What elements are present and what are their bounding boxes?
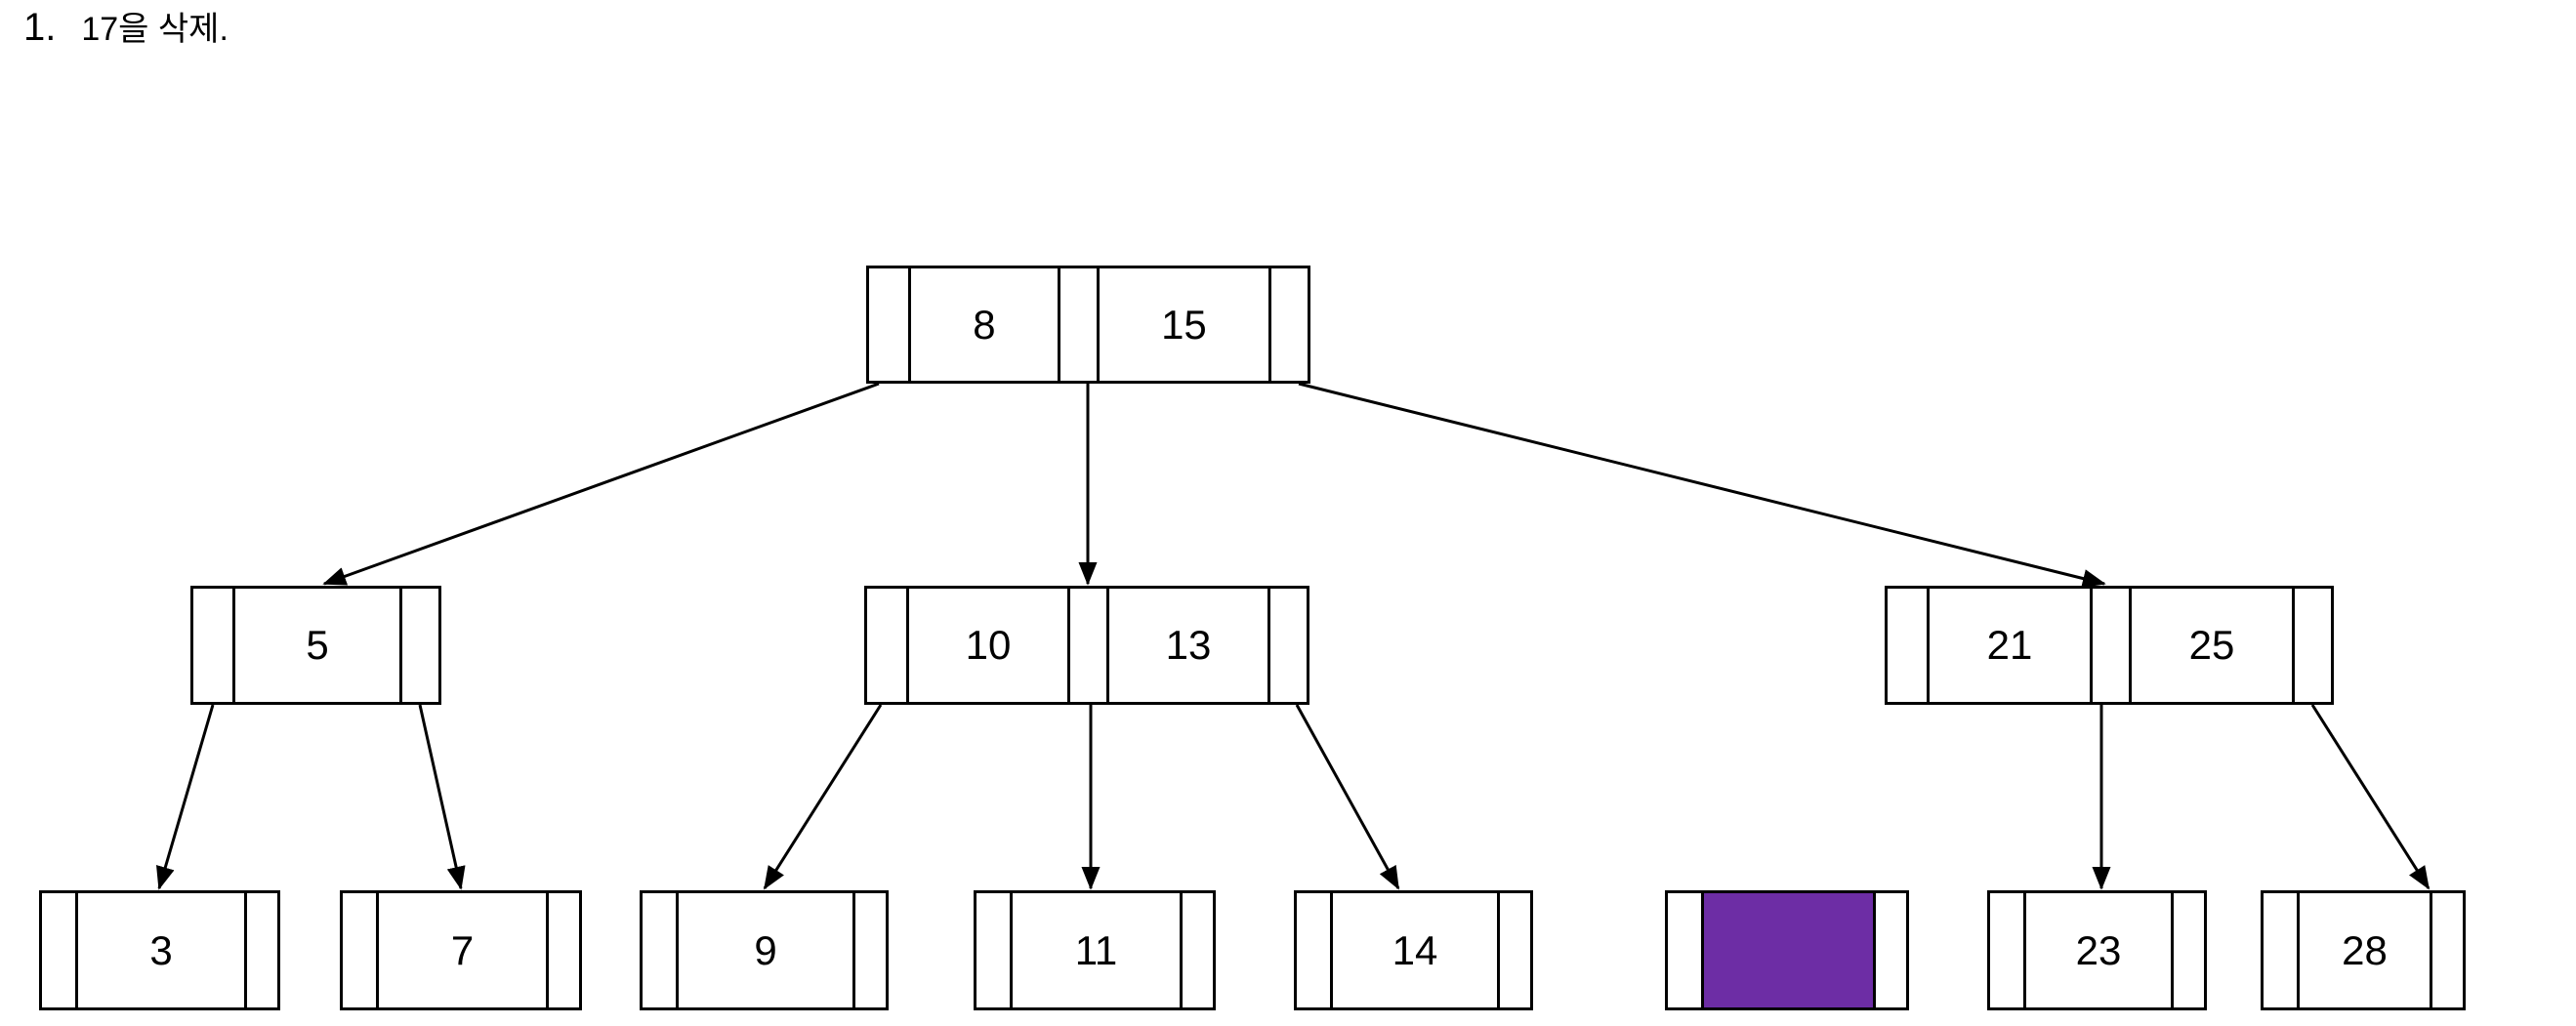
pointer-cell [1180, 893, 1213, 1007]
key-cell: 13 [1106, 589, 1267, 702]
btree-leaf-leaf-28[interactable]: 28 [2261, 890, 2466, 1010]
pointer-cell [1497, 893, 1530, 1007]
key-cell: 7 [376, 893, 546, 1007]
btree-internal-node-10-13[interactable]: 10 13 [864, 586, 1309, 705]
key-cell: 8 [908, 268, 1058, 381]
btree-root-root[interactable]: 8 15 [866, 266, 1310, 384]
tree-edge-edge-10-right [1295, 704, 1400, 890]
pointer-cell [2430, 893, 2463, 1007]
tree-edge-edge-10-left [763, 704, 883, 890]
key-cell: 21 [1927, 589, 2090, 702]
pointer-cell [1057, 268, 1097, 381]
tree-edge-edge-5-right [418, 704, 466, 890]
pointer-cell [2171, 893, 2204, 1007]
key-cell: 23 [2023, 893, 2171, 1007]
key-cell: 9 [676, 893, 852, 1007]
pointer-cell [852, 893, 886, 1007]
key-cell: 28 [2297, 893, 2430, 1007]
pointer-cell [2090, 589, 2129, 702]
key-cell: 11 [1010, 893, 1180, 1007]
pointer-cell [1297, 893, 1330, 1007]
key-cell: 3 [75, 893, 244, 1007]
step-number: 1. [23, 6, 57, 49]
btree-leaf-leaf-9[interactable]: 9 [640, 890, 889, 1010]
btree-leaf-leaf-11[interactable]: 11 [974, 890, 1216, 1010]
key-cell-highlighted [1701, 893, 1873, 1007]
pointer-cell [1267, 589, 1307, 702]
pointer-cell [2292, 589, 2331, 702]
tree-edge-edge-root-left [322, 382, 880, 586]
pointer-cell [42, 893, 75, 1007]
step-caption: 1. 17을 삭제. [23, 8, 229, 47]
key-cell: 10 [906, 589, 1067, 702]
tree-edge-edge-5-left [156, 704, 215, 890]
pointer-cell [1873, 893, 1906, 1007]
pointer-cell [1067, 589, 1106, 702]
pointer-cell [867, 589, 906, 702]
pointer-cell [399, 589, 438, 702]
pointer-cell [869, 268, 908, 381]
pointer-cell [546, 893, 579, 1007]
key-cell: 5 [232, 589, 399, 702]
key-cell: 15 [1096, 268, 1269, 381]
btree-leaf-leaf-3[interactable]: 3 [39, 890, 280, 1010]
btree-internal-node-21-25[interactable]: 21 25 [1885, 586, 2334, 705]
step-description: 17을 삭제. [81, 11, 229, 48]
pointer-cell [1888, 589, 1927, 702]
btree-leaf-leaf-23[interactable]: 23 [1987, 890, 2207, 1010]
pointer-cell [976, 893, 1010, 1007]
tree-edge-edge-root-right [1298, 382, 2106, 588]
pointer-cell [2264, 893, 2297, 1007]
pointer-cell [343, 893, 376, 1007]
key-cell: 25 [2129, 589, 2292, 702]
tree-edge-edge-21-right [2310, 704, 2431, 890]
pointer-cell [1268, 268, 1309, 381]
btree-leaf-leaf-14[interactable]: 14 [1294, 890, 1533, 1010]
pointer-cell [643, 893, 676, 1007]
btree-leaf-leaf-7[interactable]: 7 [340, 890, 582, 1010]
btree-internal-node-5[interactable]: 5 [190, 586, 441, 705]
pointer-cell [1990, 893, 2023, 1007]
pointer-cell [193, 589, 232, 702]
key-cell: 14 [1330, 893, 1497, 1007]
btree-leaf-leaf-empty[interactable] [1665, 890, 1909, 1010]
pointer-cell [1668, 893, 1701, 1007]
pointer-cell [244, 893, 277, 1007]
